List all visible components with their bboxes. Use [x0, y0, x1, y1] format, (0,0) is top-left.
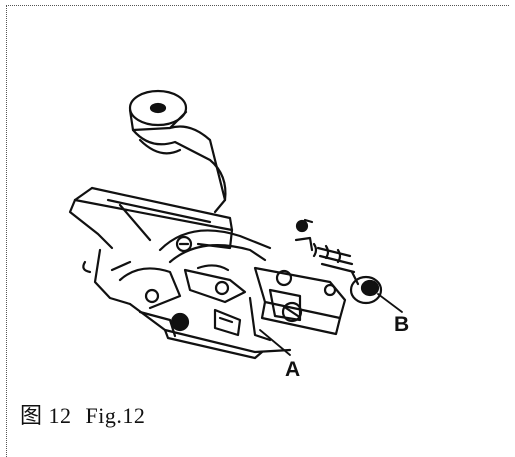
caption-english: Fig.12 [85, 403, 146, 428]
guide-spring [158, 229, 272, 304]
base-plate [68, 186, 292, 360]
caption-chinese: 图 12 [20, 403, 72, 428]
figure-caption: 图 12 Fig.12 [20, 398, 159, 430]
adjuster-assembly [248, 218, 383, 342]
callout-label-b: B [394, 313, 410, 336]
leader-line-a [259, 329, 291, 356]
lower-tab [213, 308, 242, 337]
left-linkage [110, 260, 190, 338]
leader-line-b [377, 293, 403, 313]
shank [128, 89, 227, 214]
figure-frame [6, 5, 509, 457]
callout-label-a: A [285, 358, 301, 381]
